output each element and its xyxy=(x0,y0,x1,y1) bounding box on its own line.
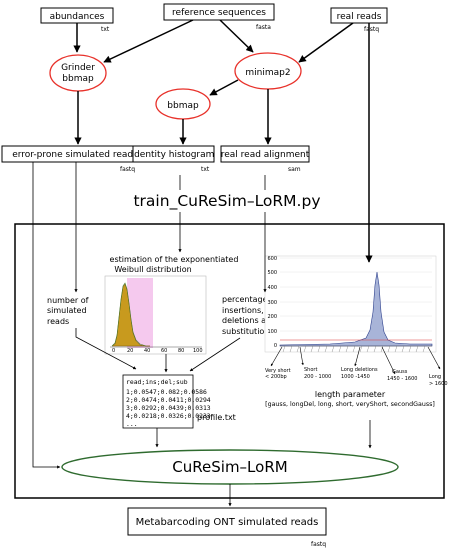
num-reads-line-1: number of xyxy=(47,296,89,305)
profile-row-1: 1;0.0547;0.082;0.0586 xyxy=(126,388,207,396)
grinder-node: Grinder bbmap xyxy=(49,54,107,92)
weibull-xtick-5: 100 xyxy=(193,348,203,354)
length-ytick-200: 200 xyxy=(267,314,277,320)
segment-long-range: > 1600 xyxy=(429,381,448,387)
reference-label: reference sequences xyxy=(172,8,266,18)
weibull-xtick-3: 60 xyxy=(161,348,167,354)
identity-node: identity histogram txt xyxy=(132,145,215,173)
segment-short-name: Short xyxy=(304,367,317,373)
weibull-xtick-0: 0 xyxy=(112,348,115,354)
minimap-label: minimap2 xyxy=(245,68,290,78)
real-reads-ext: fastq xyxy=(364,26,379,33)
abundances-node: abundances txt xyxy=(40,7,114,33)
profile-filename: profile.txt xyxy=(197,413,236,422)
num-reads-line-2: simulated xyxy=(47,306,87,315)
percentages-line-3: deletions and xyxy=(222,316,276,325)
weibull-xtick-4: 80 xyxy=(178,348,184,354)
segment-long-deletions-range: 1000 -1450 xyxy=(341,374,370,380)
weibull-line-1: estimation of the exponentiated xyxy=(110,255,239,264)
abundances-label: abundances xyxy=(50,12,105,22)
weibull-xtick-1: 20 xyxy=(127,348,133,354)
output-ext: fastq xyxy=(311,541,326,548)
profile-ellipsis: ... xyxy=(126,420,138,428)
segment-very-short-name: Very short xyxy=(265,368,291,374)
length-parameter-title: length parameter xyxy=(315,390,386,399)
training-container xyxy=(14,223,445,499)
profile-row-2: 2;0.0474;0.0411;0.0294 xyxy=(126,396,211,404)
error-prone-node: error-prone simulated reads fastq xyxy=(1,145,150,173)
num-reads-line-3: reads xyxy=(47,317,69,326)
error-prone-label: error-prone simulated reads xyxy=(12,150,138,160)
bbmap-node: bbmap xyxy=(155,88,211,120)
length-ytick-0: 0 xyxy=(274,343,277,349)
minimap-node: minimap2 xyxy=(234,52,302,90)
segment-very-short-range: < 200bp xyxy=(265,374,287,380)
real-reads-node: real reads fastq xyxy=(330,7,388,33)
segment-long-name: Long xyxy=(429,374,441,380)
curesim-label: CuReSim–LoRM xyxy=(172,458,287,476)
length-parameter-annotation: length parameter [gauss, longDel, long, … xyxy=(265,390,435,408)
weibull-xtick-2: 40 xyxy=(144,348,150,354)
profile-header: read;ins;del;sub xyxy=(126,378,188,386)
edges xyxy=(32,19,373,507)
profile-row-4: 4;0.0218;0.0326;0.0233 xyxy=(126,412,211,420)
length-ytick-300: 300 xyxy=(267,300,277,306)
real-reads-label: real reads xyxy=(337,12,382,22)
alignment-label: real read alignment xyxy=(221,150,310,160)
segment-short-range: 200 - 1000 xyxy=(304,374,331,380)
length-distribution-fill xyxy=(279,271,433,347)
weibull-histogram: 0 20 40 60 80 100 xyxy=(104,275,207,355)
abundances-ext: txt xyxy=(101,26,110,33)
percentages-annotation: percentages of insertions, deletions and… xyxy=(222,295,282,336)
output-node: Metabarcoding ONT simulated reads fastq xyxy=(127,507,327,548)
bbmap-label: bbmap xyxy=(167,101,199,111)
profile-row-3: 3;0.0292;0.0439;0.0313 xyxy=(126,404,211,412)
alignment-node: real read alignment sam xyxy=(220,145,310,173)
identity-ext: txt xyxy=(201,166,210,173)
identity-label: identity histogram xyxy=(132,150,215,160)
weibull-annotation: estimation of the exponentiated Weibull … xyxy=(110,255,239,274)
length-ytick-500: 500 xyxy=(267,270,277,276)
reference-node: reference sequences fasta xyxy=(163,3,275,31)
segment-long-deletions-name: Long deletions xyxy=(341,367,378,373)
segment-gauss-range: 1450 - 1600 xyxy=(387,376,417,382)
length-parameter-list: [gauss, longDel, long, short, veryShort,… xyxy=(265,401,435,408)
percentages-line-2: insertions, xyxy=(222,306,264,315)
error-prone-ext: fastq xyxy=(120,166,135,173)
segment-gauss-name: Gauss xyxy=(392,369,408,375)
reference-ext: fasta xyxy=(256,24,271,31)
percentages-line-1: percentages of xyxy=(222,295,282,304)
profile-table: read;ins;del;sub 1;0.0547;0.082;0.0586 2… xyxy=(122,374,211,429)
num-reads-annotation: number of simulated reads xyxy=(47,296,89,326)
percentages-line-4: substitutions xyxy=(222,327,274,336)
length-ytick-400: 400 xyxy=(267,285,277,291)
length-chart: 600 500 400 300 200 100 0 xyxy=(264,255,448,387)
output-label: Metabarcoding ONT simulated reads xyxy=(136,517,319,528)
length-ytick-600: 600 xyxy=(267,256,277,262)
weibull-curve xyxy=(111,282,147,347)
grinder-bbmap-label: bbmap xyxy=(62,74,94,84)
alignment-ext: sam xyxy=(288,166,301,173)
length-ytick-100: 100 xyxy=(267,329,277,335)
grinder-label: Grinder xyxy=(61,63,95,73)
curesim-node: CuReSim–LoRM xyxy=(61,449,399,485)
script-name: train_CuReSim–LoRM.py xyxy=(133,192,320,211)
weibull-line-2: Weibull distribution xyxy=(114,265,191,274)
